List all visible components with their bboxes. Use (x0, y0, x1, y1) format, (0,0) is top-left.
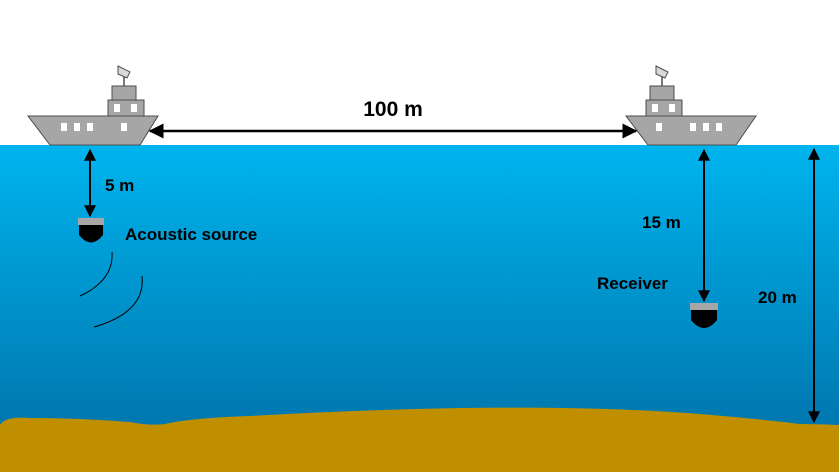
acoustic-source-label: Acoustic source (125, 225, 257, 244)
receiver-hydrophone-icon (690, 303, 718, 328)
sound-wave-arc-inner (79, 251, 113, 297)
left-ship-icon (26, 65, 159, 146)
right-ship-icon (624, 65, 757, 146)
receiver-depth-label: 15 m (642, 213, 681, 232)
ship-distance-label: 100 m (363, 98, 423, 121)
source-depth-label: 5 m (105, 176, 134, 195)
seabed (0, 407, 839, 472)
acoustic-source-hydrophone-icon (78, 218, 104, 243)
receiver-label: Receiver (597, 274, 668, 293)
sound-wave-arc-outer (93, 275, 143, 328)
water-depth-label: 20 m (758, 288, 797, 307)
